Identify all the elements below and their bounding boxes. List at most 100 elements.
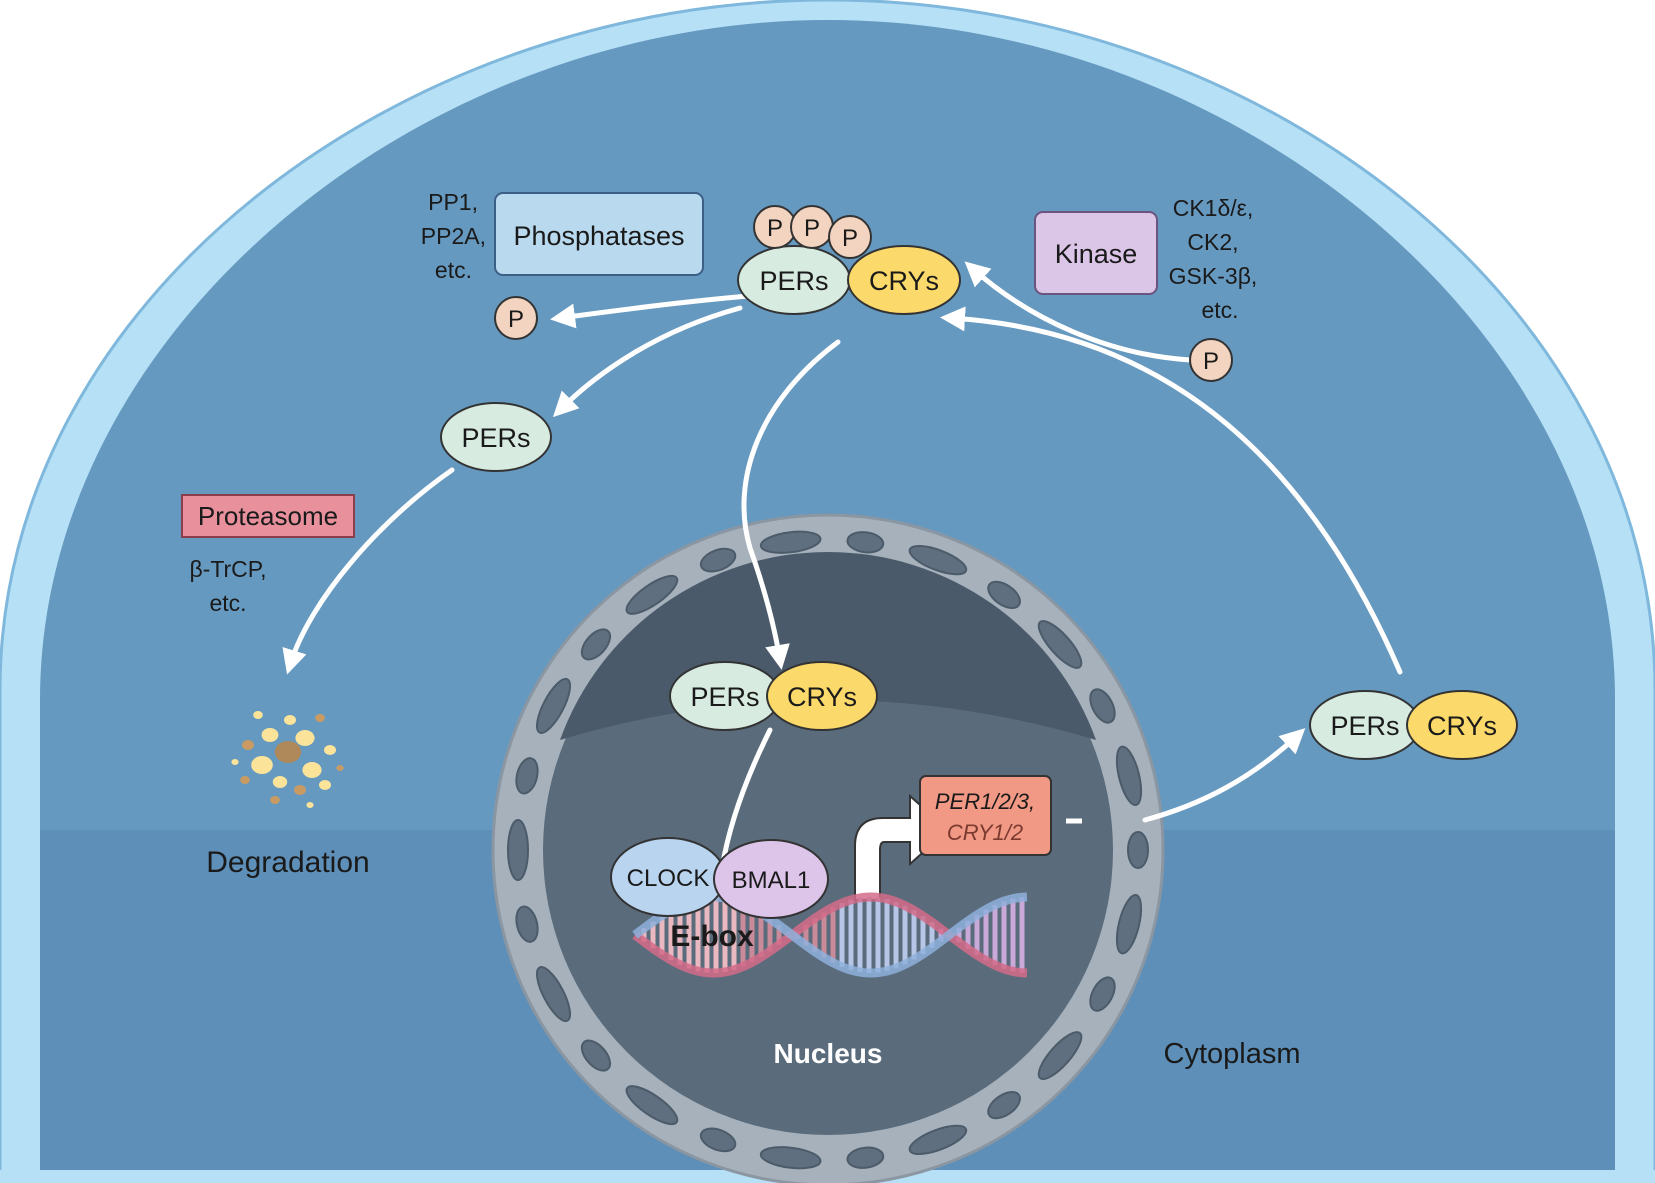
exported-complex: PERs CRYs (1309, 690, 1518, 760)
nuclear-pore (1115, 745, 1143, 807)
fragment (242, 740, 254, 750)
fragment (336, 765, 344, 771)
arrow-dephosphorylation (550, 293, 751, 329)
proteasome-box (181, 494, 355, 538)
fragment (270, 796, 280, 804)
nuclear-pore (625, 574, 679, 615)
fragment (294, 785, 306, 795)
nuclear-pore (699, 547, 737, 573)
nuclear-pore (1127, 831, 1149, 869)
phosphate-circle (828, 215, 872, 259)
arrow-phosphorylation (964, 261, 1193, 363)
phosphate-label: P (804, 215, 820, 242)
phosphate-label: P (767, 215, 783, 242)
crys-label: CRYs (869, 266, 939, 296)
bmal1-label: BMAL1 (732, 867, 811, 894)
pers-label: PERs (690, 682, 759, 712)
nuclear-pore (759, 1146, 822, 1170)
phosphate-circle (1189, 338, 1233, 382)
nuclear-pore (535, 966, 572, 1023)
phosphate-label: P (842, 225, 858, 252)
kinase-group: Kinase CK1δ/ε, CK2, GSK-3β, etc. (1034, 195, 1258, 323)
nuclear-pore (908, 1124, 968, 1156)
fragment (295, 730, 315, 746)
nuclear-pore (1089, 688, 1116, 724)
crys-oval (1406, 690, 1518, 760)
free-pers: PERs (440, 402, 552, 472)
arrows (282, 261, 1403, 873)
nuclear-complex: PERs CRYs (669, 661, 878, 731)
nuclear-pore (846, 1146, 885, 1169)
ebox-label: E-box (670, 920, 754, 953)
kinase-box (1034, 211, 1158, 295)
arrow-return (940, 306, 1403, 675)
proteasome-group: Proteasome β-TrCP, etc. (181, 494, 355, 616)
fragment (251, 756, 273, 774)
nuclear-pores (507, 530, 1149, 1170)
cytoplasm-label: Cytoplasm (1164, 1038, 1301, 1070)
target-genes: PER1/2/3, CRY1/2 (919, 775, 1052, 856)
degradation-fragments (231, 711, 344, 808)
pers-label: PERs (461, 423, 530, 453)
fragment (306, 802, 314, 808)
nucleus (491, 513, 1165, 1183)
pers-label: PERs (759, 266, 828, 296)
arrow-to-pers (552, 305, 743, 418)
clock-bmal1-complex: CLOCK BMAL1 (610, 837, 829, 919)
arrow-nuclear-export (1142, 728, 1306, 823)
nuclear-pore (699, 1127, 737, 1153)
nuclear-pore (515, 905, 539, 943)
genes-box (919, 775, 1052, 856)
nuclear-pore (987, 1090, 1021, 1120)
genes-line-1: PER1/2/3, (935, 789, 1035, 814)
proteasome-example-1: β-TrCP, (189, 556, 266, 582)
arrow-nuclear-entry (741, 339, 841, 670)
nuclear-pore (1089, 976, 1116, 1012)
nuclear-pore (987, 580, 1021, 610)
phosphatases-group: Phosphatases PP1, PP2A, etc. (421, 189, 704, 283)
incoming-phosphate: P (1189, 338, 1233, 382)
kinase-example-4: etc. (1201, 297, 1238, 323)
dna-helix (632, 892, 1028, 978)
fragment (315, 714, 325, 722)
fragment (253, 711, 263, 719)
phosphate-label: P (1203, 348, 1219, 375)
phosphatase-example-3: etc. (435, 257, 472, 283)
phosphate-circle (494, 296, 538, 340)
proteasome-label: Proteasome (198, 501, 338, 531)
released-phosphate: P (494, 296, 538, 340)
nuclear-pore (515, 757, 539, 795)
nuclear-pore (846, 531, 885, 554)
nuclear-pore (580, 628, 612, 661)
kinase-example-3: GSK-3β, (1169, 263, 1258, 289)
fragment (302, 762, 322, 778)
dna-strand (632, 892, 1028, 978)
phosphatase-example-2: PP2A, (421, 223, 486, 249)
pers-label: PERs (1330, 711, 1399, 741)
fragment (240, 776, 250, 784)
fragment (319, 780, 331, 790)
nuclear-pore (535, 677, 572, 734)
proteasome-example-2: etc. (209, 590, 246, 616)
kinase-example-1: CK1δ/ε, (1173, 195, 1254, 221)
genes-line-2: CRY1/2 (947, 820, 1023, 845)
arrow-degradation (282, 467, 455, 675)
fragment (274, 741, 302, 763)
bmal1-oval (713, 839, 829, 919)
nuclear-pore (759, 530, 822, 554)
nuclear-pore (908, 544, 968, 576)
kinase-label: Kinase (1055, 239, 1138, 269)
crys-label: CRYs (1427, 711, 1497, 741)
phosphate-label: P (508, 306, 524, 333)
inhibition-line (719, 727, 773, 871)
fragment (261, 728, 279, 742)
nucleus-label: Nucleus (774, 1038, 883, 1069)
crys-label: CRYs (787, 682, 857, 712)
nuclear-pore (1037, 620, 1083, 669)
fragment (231, 759, 239, 765)
phosphatase-example-1: PP1, (428, 189, 478, 215)
phosphatases-box (494, 192, 704, 276)
fragment (272, 776, 288, 788)
pers-oval (440, 402, 552, 472)
